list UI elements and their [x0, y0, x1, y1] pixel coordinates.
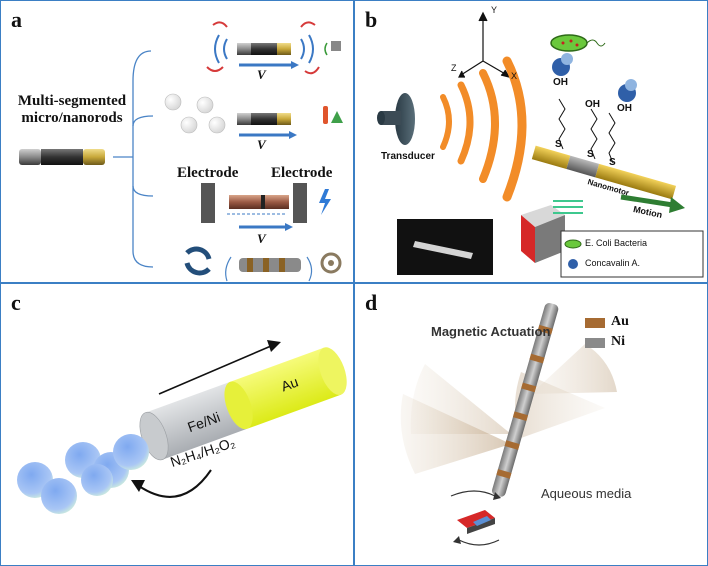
rotation-bracket-right [306, 256, 313, 282]
janus-rod [139, 347, 347, 461]
panel-a-graphics [19, 21, 343, 282]
linker-oh-3: OH [617, 103, 632, 114]
axis-y-label: Y [491, 5, 498, 15]
velocity-label-1: V [257, 67, 266, 82]
legend-ni-swatch [585, 338, 605, 348]
transducer-icon [377, 93, 415, 145]
legend-concanavalin-label: Concavalin A. [585, 258, 641, 268]
legend-ni-label: Ni [611, 334, 625, 349]
electric-bolt-icon [319, 189, 331, 215]
legend-box [560, 230, 704, 278]
aqueous-media-label: Aqueous media [541, 486, 632, 501]
sem-image [397, 219, 493, 275]
motion-arrow-c [158, 345, 272, 395]
panel-c-graphics [17, 340, 347, 514]
panel-letter-c: c [11, 290, 21, 315]
axis-x-label: X [511, 71, 518, 81]
rotation-bracket-left [225, 256, 232, 282]
concanavalin-icon [552, 53, 637, 102]
legend-au-swatch [585, 318, 605, 328]
magnet-block [521, 205, 565, 263]
branch-lines-mid [132, 115, 154, 197]
nanomotor-rod [531, 145, 677, 200]
panel-b-graphics [377, 11, 704, 278]
magnetic-rod [239, 258, 301, 272]
branch-lines [113, 50, 154, 268]
panel-a: a Multi-segmented micro/nanorods [0, 0, 354, 283]
axis-z-label: Z [451, 63, 457, 73]
acoustic-rod [237, 43, 291, 55]
oxygen-bubbles [17, 434, 149, 514]
motion-arrowhead [669, 197, 685, 213]
legend-bacteria-icon [564, 239, 582, 249]
legend-bacteria-label: E. Coli Bacteria [585, 238, 648, 248]
electrode-right-label: Electrode [271, 165, 333, 181]
linker-oh-2: OH [585, 99, 600, 110]
linker-s-2: S [587, 149, 594, 160]
acoustic-waves-b [440, 56, 527, 202]
sem-rod [413, 241, 473, 259]
bacteria-icon [550, 34, 606, 52]
rotation-blur [400, 344, 617, 474]
velocity-label-3: V [257, 231, 266, 246]
panel-a-title: Multi-segmented micro/nanorods [13, 93, 131, 127]
linker-chains [558, 98, 616, 164]
rotating-magnet-icon [450, 490, 501, 546]
ultrasound-icon [324, 41, 341, 56]
panel-d: d [354, 283, 708, 566]
acoustic-waves [206, 21, 320, 75]
bubbles [164, 93, 226, 134]
velocity-arrowhead-1 [291, 61, 299, 69]
rotation-arrows-icon [184, 246, 212, 276]
panel-a-title-line2: micro/nanorods [21, 110, 123, 126]
velocity-arrowhead-3 [285, 223, 293, 231]
electrode-left-plate [201, 183, 215, 223]
magnetic-nanowire [492, 303, 559, 497]
magnet-icon [320, 252, 342, 274]
motion-arrow [620, 194, 674, 208]
chemical-icon [323, 106, 343, 124]
panel-c: c [0, 283, 354, 566]
fuel-arrow [138, 469, 212, 498]
linker-s-1: S [555, 139, 562, 150]
velocity-label-2: V [257, 137, 266, 152]
catalytic-rod [237, 113, 291, 125]
linker-oh-1: OH [553, 77, 568, 88]
electrode-right-plate [293, 183, 307, 223]
panel-a-title-line1: Multi-segmented [17, 93, 127, 109]
legend-au-label: Au [611, 314, 629, 329]
electrode-left-label: Electrode [177, 165, 239, 181]
motion-arrowhead-c [267, 340, 281, 352]
axes [458, 11, 511, 78]
linker-s-3: S [609, 157, 616, 168]
field-lines-b [553, 200, 583, 214]
panel-letter-d: d [365, 290, 378, 315]
panel-letter-a: a [11, 7, 22, 32]
legend-concanavalin-icon [568, 259, 578, 269]
panel-b: b [354, 0, 708, 283]
transducer-label: Transducer [381, 151, 435, 162]
velocity-arrowhead-2 [289, 131, 297, 139]
fuel-arrowhead [131, 480, 145, 492]
panel-d-graphics [400, 303, 617, 546]
panel-letter-b: b [365, 7, 378, 32]
magnetic-actuation-title: Magnetic Actuation [431, 324, 551, 339]
main-rod [19, 149, 105, 165]
electric-rod [229, 195, 289, 209]
